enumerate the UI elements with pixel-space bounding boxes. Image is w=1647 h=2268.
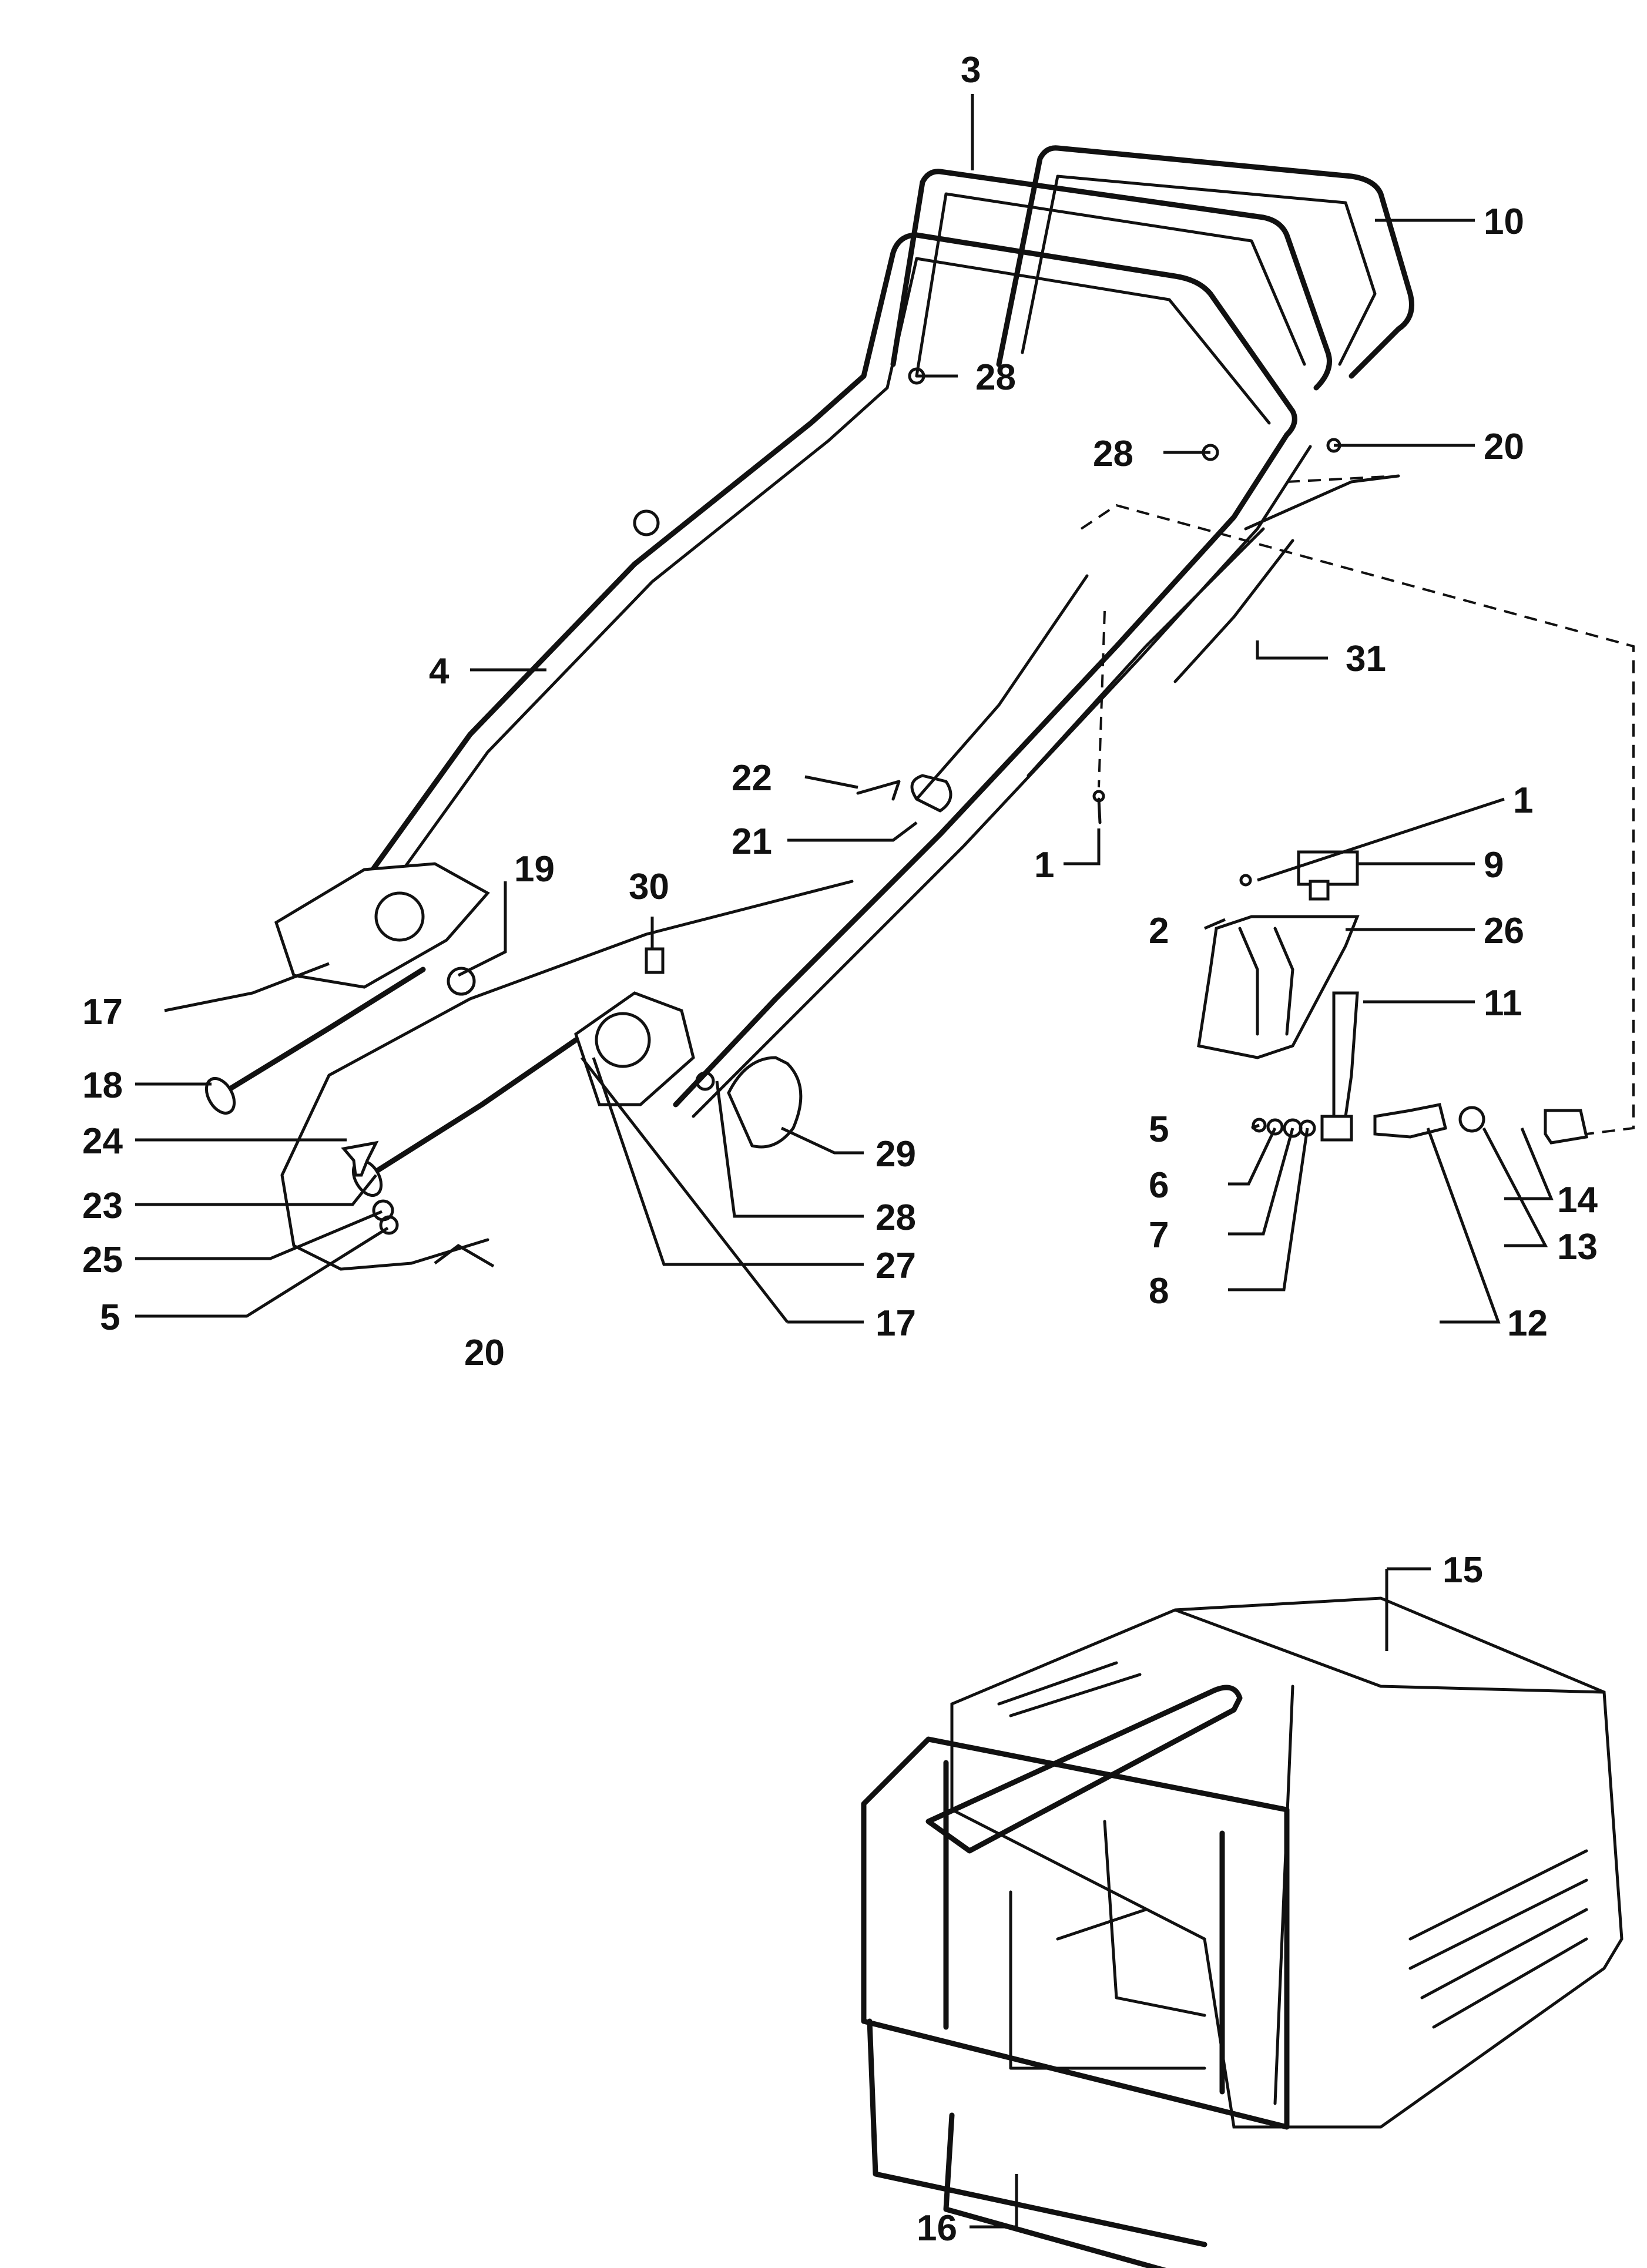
callout-8: 8 xyxy=(1149,1271,1169,1311)
callout-28-top: 28 xyxy=(975,357,1016,398)
callout-26: 26 xyxy=(1484,911,1524,951)
callout-10: 10 xyxy=(1484,202,1524,242)
callout-5-left: 5 xyxy=(100,1297,120,1338)
callout-23: 23 xyxy=(82,1186,123,1226)
callout-5-right: 5 xyxy=(1149,1109,1169,1150)
callout-2: 2 xyxy=(1149,911,1169,951)
callout-9: 9 xyxy=(1484,845,1504,885)
right-handle-tube-part xyxy=(673,432,1290,1108)
callout-22: 22 xyxy=(732,758,772,799)
callout-20-top: 20 xyxy=(1484,427,1524,467)
callout-29: 29 xyxy=(876,1134,916,1175)
handle-assembly xyxy=(204,145,1635,1271)
hand-grip-part xyxy=(727,1056,803,1149)
callout-14: 14 xyxy=(1557,1180,1598,1220)
bag-shading xyxy=(997,1661,1588,2029)
callout-21: 21 xyxy=(732,821,772,862)
callout-17-left: 17 xyxy=(82,992,123,1032)
callout-labels: 3 10 28 28 20 31 4 22 21 1 1 9 19 30 2 2… xyxy=(82,50,1598,2249)
left-height-bracket-part xyxy=(274,862,490,989)
callout-25: 25 xyxy=(82,1240,123,1280)
callout-19: 19 xyxy=(514,849,555,890)
callout-16: 16 xyxy=(917,2208,957,2249)
control-lever-part xyxy=(1332,991,1359,1118)
callout-12: 12 xyxy=(1507,1303,1548,1344)
callout-13: 13 xyxy=(1557,1227,1598,1267)
control-box-assembly xyxy=(1197,850,1589,1145)
small-clip-part xyxy=(645,947,665,974)
upper-handle-bar-part xyxy=(890,169,1332,391)
top-handlebar-part xyxy=(996,145,1414,379)
knob-bolt-part xyxy=(341,1140,379,1177)
callout-11: 11 xyxy=(1484,983,1522,1024)
control-housing-part xyxy=(1197,915,1360,1059)
callout-20-bottom: 20 xyxy=(464,1333,505,1373)
collector-frame-part xyxy=(861,1736,1290,2130)
callout-7: 7 xyxy=(1149,1215,1169,1256)
callout-28-lower: 28 xyxy=(876,1197,916,1238)
leader-lines xyxy=(135,94,1554,2229)
right-height-bracket-part xyxy=(574,991,695,1106)
left-handle-tube-part xyxy=(326,373,867,920)
callout-28-mid: 28 xyxy=(1093,434,1133,474)
cable-loop xyxy=(633,509,660,536)
callout-27: 27 xyxy=(876,1246,916,1286)
lower-handle-tube-right-part xyxy=(367,1037,579,1178)
callout-3: 3 xyxy=(961,50,981,90)
callout-24: 24 xyxy=(82,1121,123,1162)
callout-17-right: 17 xyxy=(876,1303,916,1344)
callout-1-upper: 1 xyxy=(1513,780,1533,821)
callout-30: 30 xyxy=(629,867,669,907)
grass-collector xyxy=(861,1596,1623,2268)
callout-31: 31 xyxy=(1346,639,1386,679)
callout-1-lower: 1 xyxy=(1034,845,1054,885)
callout-15: 15 xyxy=(1443,1550,1483,1591)
cable-connector-part xyxy=(1544,1109,1589,1145)
collector-handle-part xyxy=(925,1685,1243,1854)
lower-handle-tube-part xyxy=(220,967,426,1096)
callout-4: 4 xyxy=(429,651,450,692)
callout-18: 18 xyxy=(82,1065,123,1106)
callout-6: 6 xyxy=(1149,1165,1169,1206)
control-shaft-part xyxy=(1373,1103,1448,1139)
cable-clip-part xyxy=(910,774,952,813)
